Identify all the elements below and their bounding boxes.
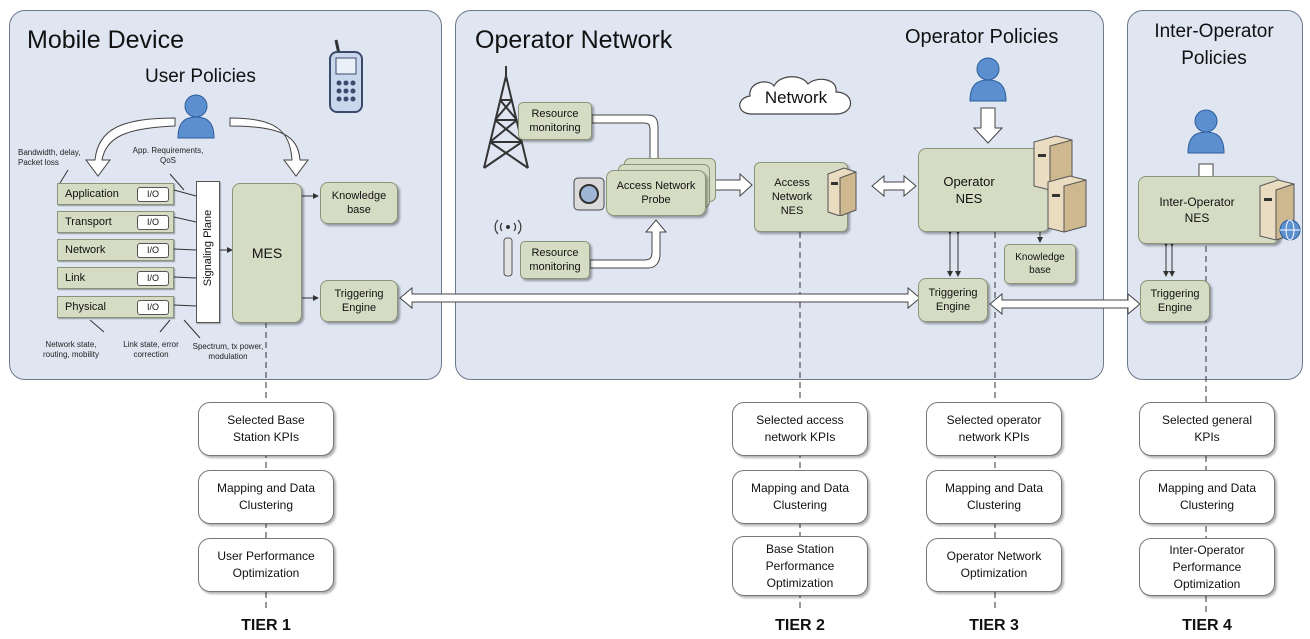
bandwidth-label: Bandwidth, delay, Packet loss xyxy=(18,148,81,167)
inter-operator-title: Inter-Operator Policies xyxy=(1154,21,1274,69)
mobile-phone-icon xyxy=(327,38,365,114)
network-state-label: Network state, routing, mobility xyxy=(42,340,100,359)
io-port: I/O xyxy=(137,215,169,230)
probe-to-nes-arrow xyxy=(709,172,753,198)
tier3-label: TIER 3 xyxy=(969,617,1019,634)
tier4-kpi-box: Selected general KPIs xyxy=(1139,402,1275,456)
resource-monitoring-top: Resource monitoring xyxy=(518,102,592,140)
io-port: I/O xyxy=(137,300,169,315)
globe-icon xyxy=(1279,219,1301,241)
triggering-engine-operator: Triggering Engine xyxy=(918,278,988,322)
mobile-device-title: Mobile Device xyxy=(27,26,185,54)
user-icon xyxy=(176,93,216,139)
cloud-label: Network xyxy=(764,88,828,107)
tier3-optimization-box: Operator Network Optimization xyxy=(926,538,1062,592)
tier1-kpi-box: Selected Base Station KPIs xyxy=(198,402,334,456)
tier1-label: TIER 1 xyxy=(241,617,291,634)
tier4-optimization-box: Inter-Operator Performance Optimization xyxy=(1139,538,1275,596)
tier4-label: TIER 4 xyxy=(1182,617,1232,634)
user-policies-label: User Policies xyxy=(145,66,256,87)
app-requirements-label: App. Requirements, QoS xyxy=(132,146,204,165)
tier2-optimization-box: Base Station Performance Optimization xyxy=(732,536,868,596)
triggering-engine-mobile: Triggering Engine xyxy=(320,280,398,322)
knowledge-base-operator: Knowledge base xyxy=(1004,244,1076,284)
operator-network-title: Operator Network xyxy=(475,26,673,54)
tier2-label: TIER 2 xyxy=(775,617,825,634)
mes-box: MES xyxy=(232,183,302,323)
server-icon xyxy=(1256,178,1302,242)
user-icon xyxy=(1186,108,1226,154)
spectrum-label: Spectrum, tx power, modulation xyxy=(192,342,264,361)
tier2-kpi-box: Selected access network KPIs xyxy=(732,402,868,456)
user-icon xyxy=(968,56,1008,102)
server-icon xyxy=(824,166,860,217)
triggering-engine-inter: Triggering Engine xyxy=(1140,280,1210,322)
tier4-mapping-box: Mapping and Data Clustering xyxy=(1139,470,1275,524)
inter-operator-nes: Inter-Operator NES xyxy=(1138,176,1280,244)
tier3-kpi-box: Selected operator network KPIs xyxy=(926,402,1062,456)
io-port: I/O xyxy=(137,243,169,258)
link-state-label: Link state, error correction xyxy=(123,340,179,359)
cloud-icon: Network xyxy=(730,72,862,124)
cell-tower-icon xyxy=(478,64,534,170)
user-policy-arrows xyxy=(85,117,309,177)
knowledge-base-mobile: Knowledge base xyxy=(320,182,398,224)
triggering-double-arrow xyxy=(399,286,1141,316)
probe-icon xyxy=(572,176,606,212)
operator-policy-arrow xyxy=(972,107,1004,144)
io-port: I/O xyxy=(137,271,169,286)
tier3-mapping-box: Mapping and Data Clustering xyxy=(926,470,1062,524)
nes-double-arrow xyxy=(871,174,917,198)
io-port: I/O xyxy=(137,187,169,202)
operator-policies-label: Operator Policies xyxy=(905,26,1059,48)
tier2-mapping-box: Mapping and Data Clustering xyxy=(732,470,868,524)
server-icon xyxy=(1030,134,1090,234)
operator-nes: Operator NES xyxy=(918,148,1050,232)
tier1-mapping-box: Mapping and Data Clustering xyxy=(198,470,334,524)
tier1-optimization-box: User Performance Optimization xyxy=(198,538,334,592)
access-network-probe: Access Network Probe xyxy=(606,170,706,216)
resource-monitoring-bottom: Resource monitoring xyxy=(520,241,590,279)
signaling-plane: Signaling Plane xyxy=(196,181,220,323)
antenna-icon xyxy=(493,212,523,278)
